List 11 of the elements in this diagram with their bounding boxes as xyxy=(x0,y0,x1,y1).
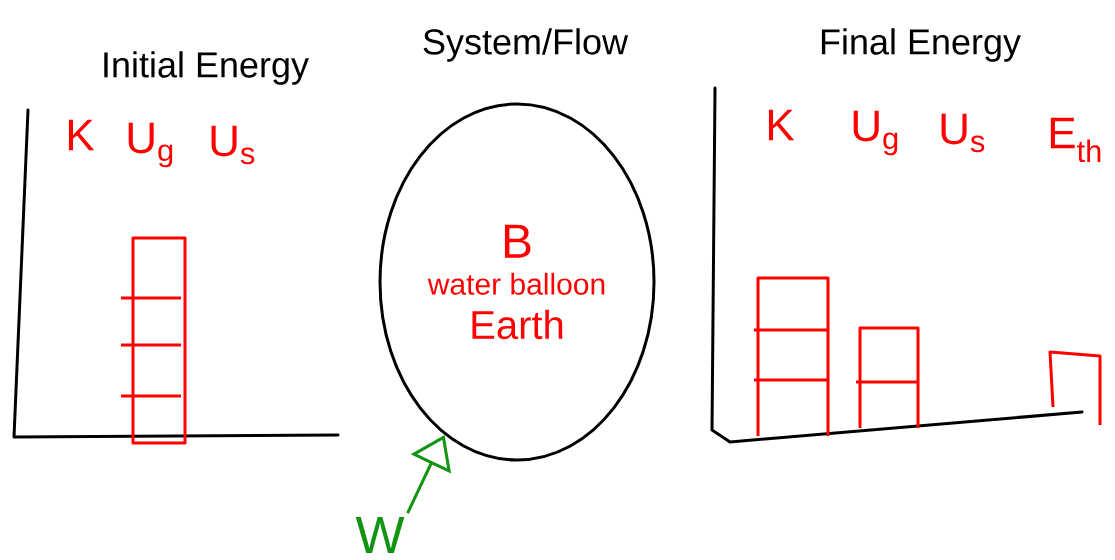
label: U$_{s}$ xyxy=(211,125,255,165)
label: U$_{g}$ xyxy=(853,110,898,156)
label: System/Flow xyxy=(423,28,629,62)
label: Initial Energy xyxy=(104,51,309,85)
label: U$_{s}$ xyxy=(941,113,985,153)
label: K xyxy=(768,109,795,141)
label: K xyxy=(68,119,95,151)
label: U$_{g}$ xyxy=(128,122,173,168)
work-label: W xyxy=(355,517,405,553)
label: E$_{th}$ xyxy=(1050,117,1101,163)
label: Final Energy xyxy=(821,28,1021,62)
